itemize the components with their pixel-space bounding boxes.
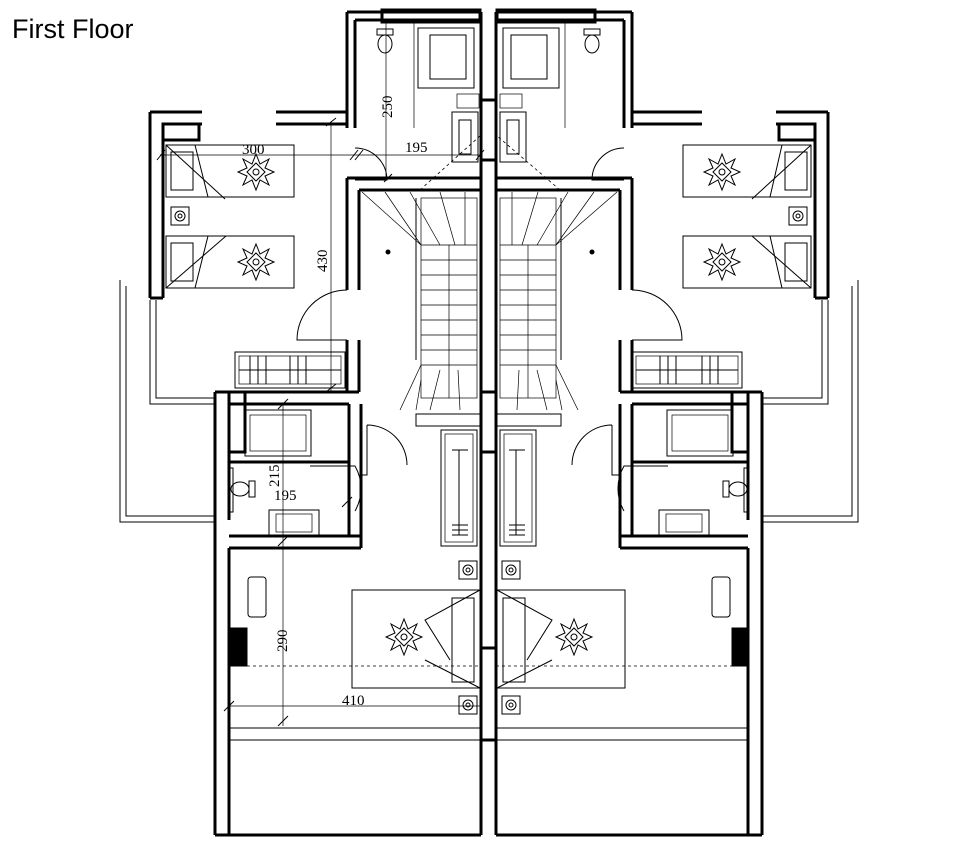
master-bedrooms	[247, 560, 732, 715]
lamp-icon	[501, 695, 521, 715]
lamp-icon	[170, 206, 190, 226]
terrace-outlines	[119, 280, 859, 523]
dim-430: 430	[315, 250, 331, 273]
plan-title: First Floor	[12, 14, 134, 44]
flower-icon	[703, 243, 741, 281]
wardrobes	[234, 351, 743, 389]
toilet-icon	[376, 28, 394, 54]
lamp-icon	[501, 560, 521, 580]
landing-cupboards	[440, 429, 537, 547]
dimension-lines	[156, 20, 485, 727]
dim-300: 300	[242, 142, 265, 158]
staircases	[361, 191, 618, 427]
lower-bathrooms	[229, 409, 748, 537]
toilet-icon	[583, 28, 601, 54]
flower-icon	[555, 618, 593, 656]
dim-195-bath: 195	[274, 488, 297, 504]
toilet-icon	[230, 480, 256, 498]
flower-icon	[385, 618, 423, 656]
lamp-icon	[458, 695, 478, 715]
dim-410: 410	[342, 693, 365, 709]
lamp-icon	[458, 560, 478, 580]
flower-icon	[703, 153, 741, 191]
toilet-icon	[722, 480, 748, 498]
dim-290: 290	[275, 630, 291, 653]
door-swings	[296, 147, 683, 512]
dim-215: 215	[267, 465, 283, 488]
dimension-labels: 300 195 250 430 215 195 290 410	[242, 96, 428, 710]
dim-250: 250	[380, 96, 396, 119]
upper-bathrooms	[376, 22, 601, 191]
dim-195-top: 195	[405, 140, 428, 156]
lamp-icon	[788, 206, 808, 226]
flower-icon	[237, 153, 275, 191]
flower-icon	[237, 243, 275, 281]
upper-bedrooms	[165, 144, 812, 289]
exterior-walls	[148, 8, 830, 837]
